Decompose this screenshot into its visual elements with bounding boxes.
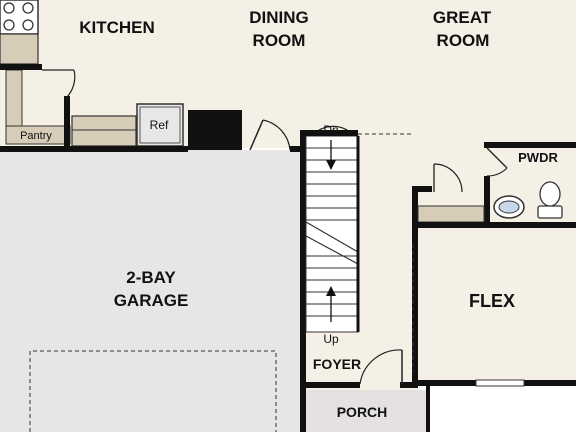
pwdr-wall-left [484,176,490,222]
down-arrow-head [326,160,336,170]
stair-wall-top [300,130,358,136]
pantry-door-swing [65,69,76,99]
pwdr-wall-top [484,142,576,148]
pantry-shelf-side [5,69,23,127]
pantry-wall-top [0,64,42,70]
closet-wall-top [412,186,432,192]
flex-wall-bottom-left [412,380,476,386]
refrigerator [136,103,184,147]
appliance-label-ref: Ref [150,118,169,132]
room-label-flex: FLEX [469,291,515,311]
room-label-garage-line1: 2-BAY [126,268,176,287]
room-label-great-line2: ROOM [437,31,490,50]
closet-door-swing [433,163,463,193]
flex-wall-left [412,228,418,382]
exterior-white [430,388,576,432]
wall-foyer-bottom-left [300,382,360,388]
room-label-foyer: FOYER [313,356,361,372]
wall-garage-top-right [290,146,306,152]
room-label-dining-line1: DINING [249,8,309,27]
wall-foyer-bottom-right [400,382,418,388]
up-arrow-head [326,286,336,296]
room-label-pantry: Pantry [20,130,52,142]
stair-break [305,235,359,265]
closet-wall-left [412,186,418,226]
sink-basin [498,200,520,214]
garage-floor [0,150,302,432]
room-label-kitchen: KITCHEN [79,18,155,37]
room-label-pwdr: PWDR [518,150,558,165]
garage-door-outline [29,350,277,432]
flex-wall-top [412,222,576,228]
stair-label-down: Dn [323,123,338,137]
garage-door-leaf [249,119,264,151]
flex-wall-bottom-right [524,380,576,386]
pwdr-door-swing [486,167,508,177]
stair-break [305,221,359,253]
closet-shelf [417,205,485,223]
room-label-garage-line2: GARAGE [114,291,189,310]
burner [22,19,34,31]
room-label-dining-line2: ROOM [253,31,306,50]
counter-left [0,33,39,65]
wall-kitchen-garage [0,146,188,152]
room-label-great-line1: GREAT [433,8,492,27]
pwdr-door-leaf [486,147,508,169]
toilet-tank [537,205,563,219]
flex-window [475,379,525,387]
stair-treads [306,147,358,317]
stair-label-up: Up [323,332,339,346]
burner [3,19,15,31]
refrigerator-inner [139,106,181,144]
porch-right-edge [426,386,430,432]
room-label-porch: PORCH [337,404,388,420]
kitchen-counter [71,115,137,147]
wall-garage-right [300,134,306,432]
burner [3,2,15,14]
toilet-icon [539,181,561,207]
garage-door-swing [262,119,291,151]
porch-floor [306,390,428,432]
pantry-wall-right [64,96,70,146]
column-block [188,110,242,150]
flex-floor [414,228,576,382]
burner [22,2,34,14]
front-door-swing [359,349,403,385]
